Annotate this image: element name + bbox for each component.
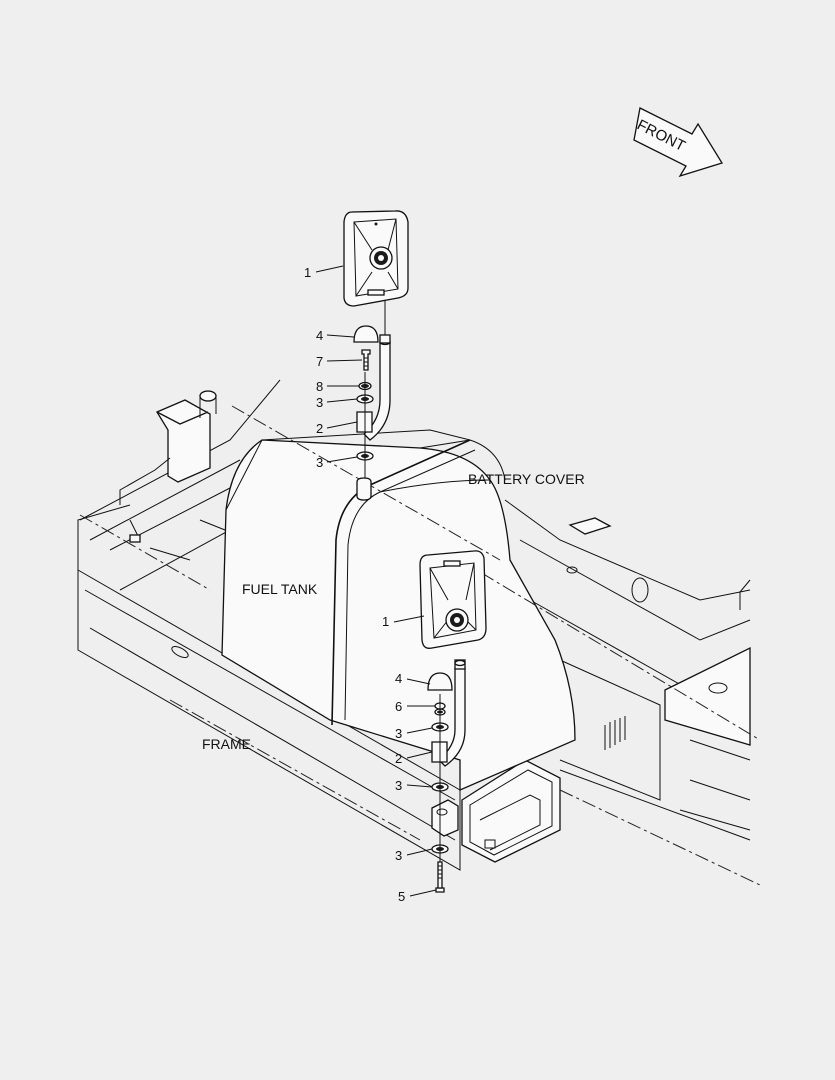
callout-upper-nut: 8 [316, 379, 323, 394]
area-labels: BATTERY COVER FUEL TANK FRAME [202, 471, 585, 752]
callout-upper-washer-b: 3 [316, 455, 323, 470]
callout-upper-washer-a: 3 [316, 395, 323, 410]
lower-mirror [419, 550, 487, 649]
frame-label: FRAME [202, 736, 251, 752]
lower-mirror-assembly [419, 550, 487, 893]
callout-lower-mirror: 1 [382, 614, 389, 629]
callout-upper-stay: 2 [316, 421, 323, 436]
leader-lines [315, 265, 437, 897]
callout-upper-cap: 4 [316, 328, 323, 343]
upper-mirror-assembly [343, 210, 409, 501]
callout-upper-bolt: 7 [316, 354, 323, 369]
callout-lower-washer-b: 3 [395, 778, 402, 793]
battery-cover-label: BATTERY COVER [468, 471, 585, 487]
upper-mirror [343, 210, 409, 307]
callout-upper-mirror: 1 [304, 265, 311, 280]
upper-cap [353, 325, 379, 343]
callout-lower-stay: 2 [395, 751, 402, 766]
callout-lower-bolt: 5 [398, 889, 405, 904]
front-direction-arrow: FRONT [633, 107, 723, 178]
callout-lower-nut: 6 [395, 699, 402, 714]
callout-lower-washer-c: 3 [395, 848, 402, 863]
fuel-tank-cover [221, 429, 576, 791]
callout-lower-washer-a: 3 [395, 726, 402, 741]
callout-lower-cap: 4 [395, 671, 402, 686]
fuel-tank-label: FUEL TANK [242, 581, 318, 597]
callout-numbers: 1 4 7 8 3 2 3 1 4 6 3 2 3 3 5 [304, 265, 405, 904]
